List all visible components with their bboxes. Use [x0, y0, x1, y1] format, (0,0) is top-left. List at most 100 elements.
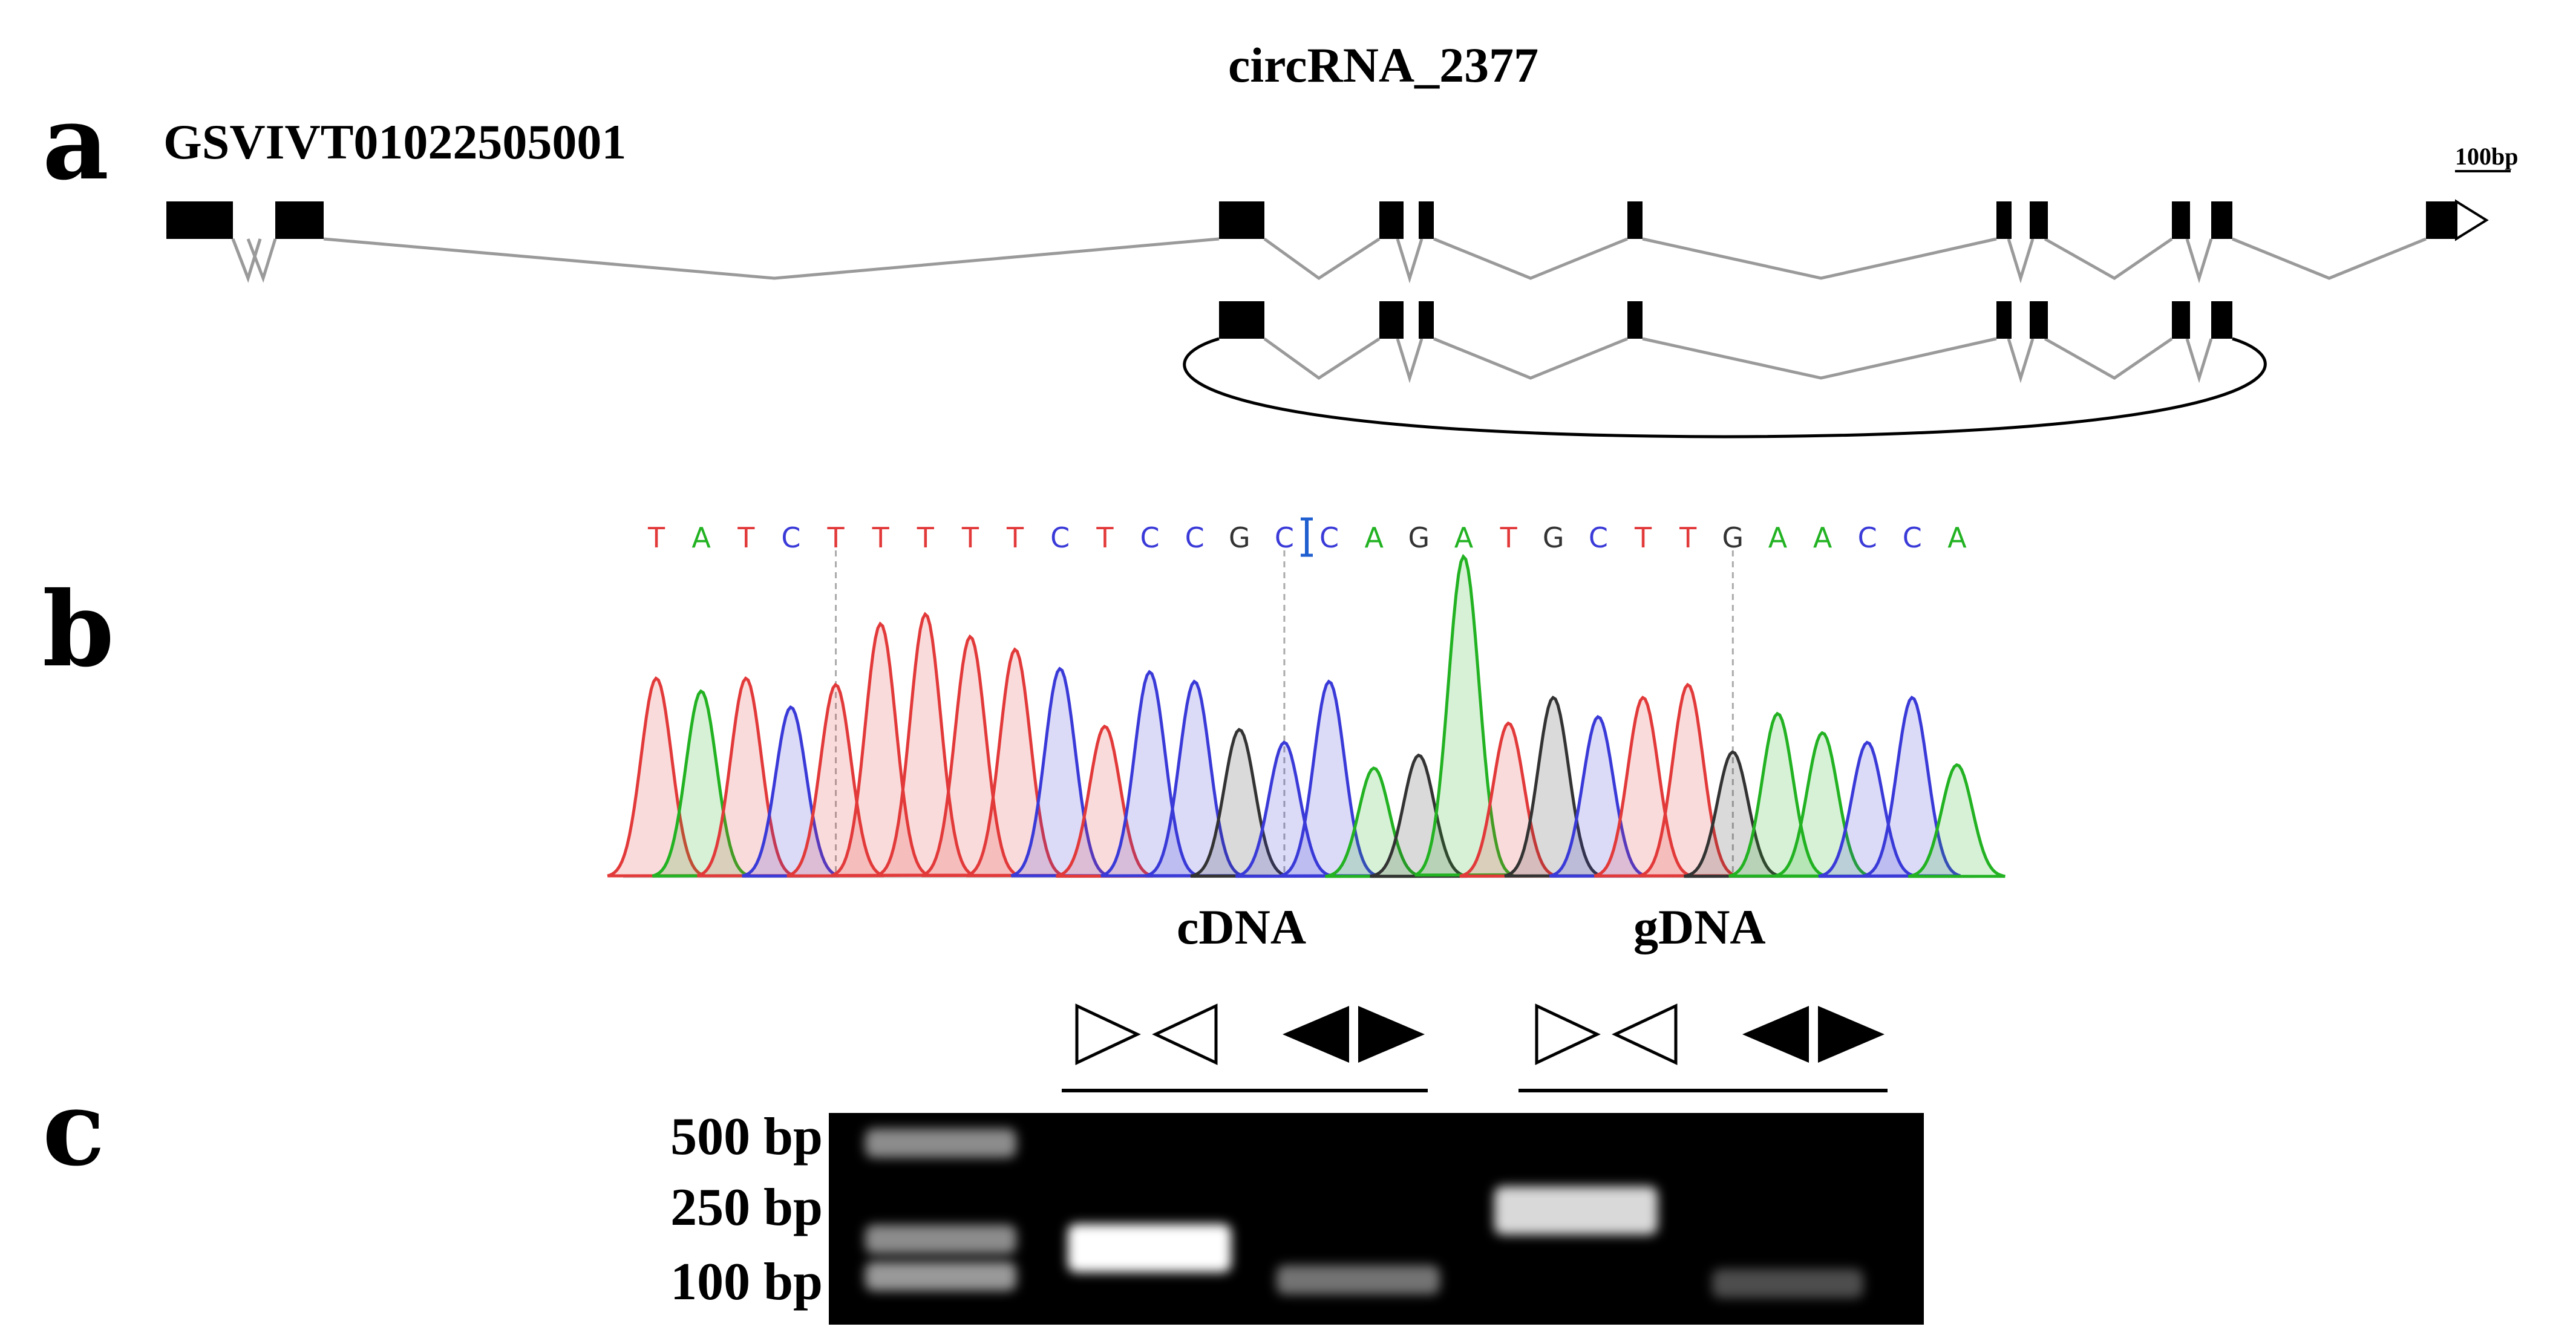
trace-peak [1684, 750, 1782, 878]
exon-1 [166, 201, 233, 239]
trace-peak [831, 621, 930, 877]
exon-5 [1419, 201, 1434, 239]
intron-1b [246, 238, 277, 283]
trace-peak [1773, 731, 1871, 878]
exon-11 [2426, 201, 2456, 239]
trace-peak [607, 676, 705, 878]
base-call-letter: T [1500, 521, 1518, 554]
gel-bands [865, 1129, 1863, 1298]
convergent-primer-icon [1283, 1006, 1349, 1063]
trace-peak [1056, 724, 1154, 878]
circ-exon-4 [1627, 301, 1643, 339]
base-call-letter: T [1634, 521, 1652, 554]
base-call-letter: T [917, 521, 935, 554]
exon-2 [275, 201, 324, 239]
trace-peak [966, 647, 1064, 878]
gel-band [1712, 1269, 1863, 1298]
circ-exon-8 [2211, 301, 2232, 339]
trace-peak [1370, 753, 1468, 878]
base-call-letter: T [647, 521, 665, 554]
circ-exon-6 [2030, 301, 2048, 339]
exon-7 [1996, 201, 2012, 239]
trace-peak [742, 705, 840, 878]
intron-8 [2044, 237, 2173, 280]
base-call-letter: G [1229, 521, 1250, 554]
panel-letter-b: b [42, 569, 114, 690]
base-call-letter: A [1364, 521, 1384, 554]
convergent-primer-icon [1742, 1006, 1809, 1063]
trace-peak [1459, 721, 1557, 878]
circ-exon-2 [1379, 301, 1404, 339]
convergent-primer-icon [1358, 1006, 1425, 1063]
gel-band [865, 1262, 1016, 1291]
ladder-label-500: 500 bp [670, 1107, 823, 1166]
circ-intron-7 [2185, 338, 2213, 383]
base-call-letter: C [1589, 521, 1608, 554]
trace-peak [1818, 740, 1916, 878]
exon-4 [1379, 201, 1404, 239]
gel-panel: cDNA gDNA 500 bp 250 bp 100 bp [670, 899, 1924, 1325]
trace-peak [696, 676, 795, 878]
base-call-letter: G [1722, 521, 1744, 554]
gel-band [1277, 1265, 1440, 1294]
base-call-letter: C [1050, 521, 1070, 554]
base-call-letter: C [1275, 521, 1294, 554]
trace-peak [876, 612, 975, 877]
intron-5 [1433, 237, 1628, 280]
circrna-name-label: circRNA_2377 [1228, 38, 1538, 93]
intron-3 [1263, 237, 1381, 281]
base-call-letter: C [781, 521, 800, 554]
circ-intron-4 [1642, 337, 1997, 380]
gel-band [865, 1224, 1016, 1254]
divergent-primer-icon [1535, 1003, 1601, 1065]
trace-peak [1190, 728, 1288, 878]
exon-10 [2211, 201, 2232, 239]
base-call-letter: A [1768, 521, 1788, 554]
circ-exon-5 [1996, 301, 2012, 339]
base-call-letter: T [872, 521, 890, 554]
divergent-primer-icon [1152, 1003, 1218, 1065]
base-call-letter: C [1858, 521, 1877, 554]
base-call-letter: C [1140, 521, 1159, 554]
panel-letter-a: a [42, 82, 109, 203]
intron-10 [2232, 237, 2427, 280]
ladder-label-100: 100 bp [670, 1253, 823, 1311]
gel-band [865, 1129, 1016, 1158]
panel-letter-c: c [42, 1068, 105, 1189]
intron-1 [231, 238, 262, 283]
intron-9 [2185, 238, 2213, 284]
divergent-primer-icon [1075, 1003, 1141, 1065]
trace-peak [786, 682, 884, 878]
trace-peak [1594, 696, 1692, 878]
base-call-letter: C [1903, 521, 1922, 554]
gdna-label: gDNA [1633, 899, 1766, 954]
base-call-letter: A [1454, 521, 1474, 554]
intron-7 [2007, 238, 2035, 284]
scale-label: 100bp [2455, 143, 2519, 170]
transcript-end-arrow [2455, 199, 2489, 241]
trace-peak [1235, 740, 1333, 878]
trace-peak [1280, 679, 1378, 878]
circ-exon-7 [2172, 301, 2190, 339]
circ-intron-5 [2007, 338, 2035, 383]
base-call-letter: G [1543, 521, 1564, 554]
exon-3 [1219, 201, 1264, 239]
trace-peak [1728, 711, 1826, 878]
base-call-letter: T [1679, 521, 1697, 554]
exon-9 [2172, 201, 2190, 239]
trace-peak [921, 634, 1019, 878]
ladder-label-250: 250 bp [670, 1178, 823, 1237]
base-call-letter: T [737, 521, 755, 554]
circ-intron-2 [1396, 338, 1424, 383]
cdna-label: cDNA [1177, 899, 1306, 954]
circ-exon-1 [1219, 301, 1264, 339]
exon-8 [2030, 201, 2048, 239]
base-call-letter: T [961, 521, 979, 554]
trace-peak [1907, 763, 2006, 878]
base-call-letter: G [1408, 521, 1430, 554]
base-call-letter: A [1947, 521, 1967, 554]
convergent-primer-icon [1818, 1006, 1885, 1063]
gene-name-label: GSVIVT01022505001 [163, 114, 626, 169]
trace-peak [1504, 696, 1602, 878]
